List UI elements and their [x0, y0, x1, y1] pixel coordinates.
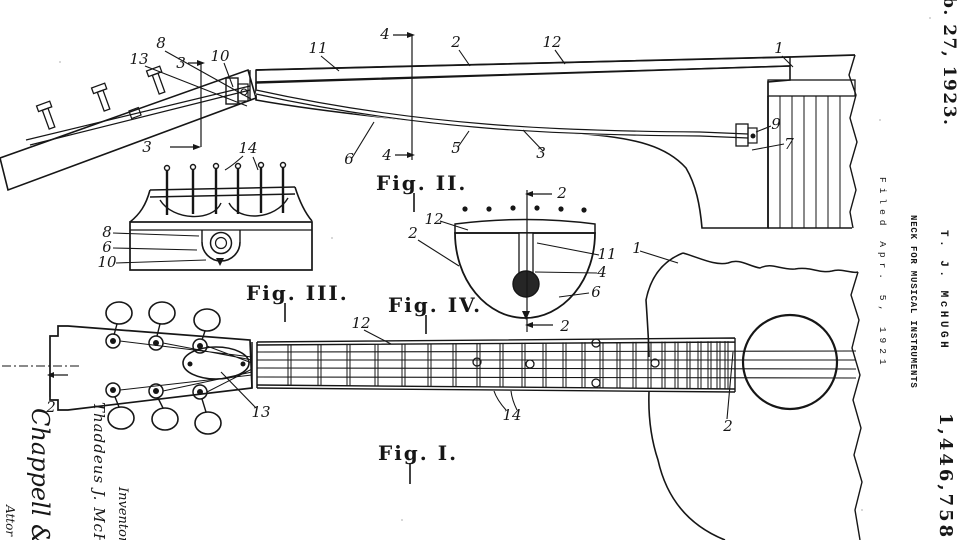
ref-numeral-10: 10: [210, 47, 230, 65]
patent-date: b. 27, 1923.: [939, 0, 959, 127]
ref-numeral-6: 6: [344, 150, 354, 168]
section-line-4: [393, 32, 415, 160]
ref-numeral-2: 2: [45, 398, 56, 416]
ref-numeral-2: 2: [450, 33, 461, 51]
nut: [251, 342, 258, 388]
soundboard-cap: [767, 79, 856, 97]
fig3-caption: Fig. III.: [246, 281, 349, 305]
frets: [287, 341, 729, 389]
ref-numeral-6: 6: [102, 238, 112, 256]
body-outline: [645, 252, 726, 540]
fig4-fingerboard: [454, 218, 596, 234]
ref-numeral-10: 10: [97, 253, 117, 271]
body-torn-right-edge: [850, 271, 863, 540]
ref-numeral-12: 12: [424, 210, 443, 228]
ref-numeral-1: 1: [632, 239, 642, 257]
attorney-signature: Chappell & Ea: [26, 408, 54, 540]
fig2-side-section-drawing: [0, 54, 858, 229]
position-dots: [472, 338, 660, 388]
filed-date: Filed Apr. 5, 1921: [877, 177, 888, 370]
ref-numeral-11: 11: [597, 245, 616, 263]
soundhole: [741, 313, 839, 411]
ref-numeral-12: 12: [351, 314, 370, 332]
section-line-2-headstock: [47, 372, 68, 397]
fig2-body-block: [767, 96, 852, 229]
string-dots: [462, 205, 587, 213]
ref-numeral-14: 14: [238, 139, 257, 157]
ref-numeral-3: 3: [536, 144, 546, 162]
strings: [256, 350, 857, 379]
fig1-caption: Fig. I.: [378, 441, 458, 465]
ref-numeral-8: 8: [156, 34, 166, 52]
attorney-label: Attor: [3, 505, 17, 537]
ref-numeral-2: 2: [556, 184, 567, 202]
ref-numeral-11: 11: [308, 39, 327, 57]
ref-numeral-8: 8: [102, 223, 112, 241]
truss-rod-section: [512, 270, 540, 298]
ref-numeral-3: 3: [142, 138, 152, 156]
ref-numeral-14: 14: [502, 406, 521, 424]
ref-numeral-2: 2: [559, 317, 570, 335]
truss-rod: [255, 89, 749, 135]
tuner-gears: [105, 333, 208, 400]
ref-numeral-9: 9: [771, 115, 781, 133]
ref-numeral-2: 2: [407, 224, 418, 242]
fig2-fingerboard: [255, 56, 791, 83]
ref-numeral-2: 2: [722, 417, 733, 435]
tuner-buttons: [105, 301, 222, 435]
fig3-neck-block: [129, 221, 313, 271]
ref-numeral-6: 6: [591, 283, 601, 301]
ref-numeral-13: 13: [251, 403, 270, 421]
truss-rod-section: [209, 231, 233, 255]
invention-title: NECK FOR MUSICAL INSTRUMENTS: [908, 215, 918, 389]
scan-speckles: [59, 17, 931, 521]
ref-numeral-12: 12: [542, 33, 561, 51]
fig2-neck-body: [255, 65, 791, 229]
inventor-signature: Thaddeus J. McHugh: [90, 402, 108, 540]
fretboard: [256, 337, 736, 393]
ref-numeral-3: 3: [176, 54, 186, 72]
rod-access-plate: [182, 346, 250, 380]
ref-numeral-4: 4: [379, 25, 390, 43]
fret-pins: [165, 167, 285, 215]
inventor-name: T. J. McHUGH: [937, 230, 949, 352]
patent-number: 1,446,758: [935, 413, 956, 540]
fig2-tuner-posts: [35, 65, 166, 130]
fig1-guitar-top-view: [2, 252, 863, 540]
truss-rod-extension: [25, 85, 251, 141]
fig4-cross-section-drawing: [454, 205, 596, 320]
body-torn-top-edge: [682, 252, 859, 274]
fig4-caption: Fig. IV.: [388, 293, 482, 317]
ref-numeral-1: 1: [774, 39, 784, 57]
leader-lines: [112, 49, 794, 420]
ref-numeral-13: 13: [129, 50, 148, 68]
torn-edge: [848, 54, 858, 229]
section-line-2: [525, 190, 553, 332]
ref-numeral-4: 4: [596, 263, 607, 281]
ref-numeral-7: 7: [784, 135, 794, 153]
ref-numeral-4: 4: [381, 146, 392, 164]
fig3-cross-section-drawing: [129, 161, 313, 271]
section-line-3: [170, 60, 205, 150]
fig2-caption: Fig. II.: [376, 171, 467, 195]
fig4-neck-half-round: [454, 232, 596, 319]
caption-flourishes: [284, 193, 427, 484]
inventor-label: Inventor: [115, 487, 130, 540]
ref-numeral-5: 5: [451, 139, 461, 157]
